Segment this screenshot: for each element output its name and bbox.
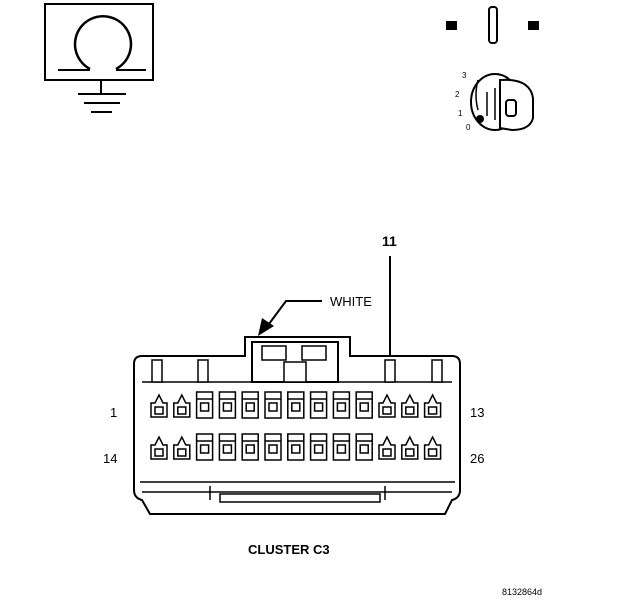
cavity-pin-2 <box>173 393 191 418</box>
cavity-pin-7 <box>287 391 305 419</box>
latch-callout-arrow <box>258 300 322 336</box>
ignition-key-icon: 3 2 1 0 <box>455 71 534 132</box>
pin-label-14: 14 <box>103 451 117 466</box>
cavity-pin-21 <box>309 433 328 461</box>
cavity-pin-22 <box>332 433 351 461</box>
cavity-pin-24 <box>378 435 396 460</box>
pin-label-1: 1 <box>110 405 117 420</box>
cavity-pin-3 <box>195 391 214 419</box>
cavity-pin-26 <box>423 435 442 460</box>
cavity-pin-15 <box>173 435 191 460</box>
key-position-2: 2 <box>455 90 460 99</box>
cavity-pin-17 <box>218 433 237 461</box>
cavity-pin-12 <box>401 393 419 418</box>
cavity-pin-20 <box>287 433 305 461</box>
highlighted-pin-label: 11 <box>382 233 397 249</box>
pin-label-26: 26 <box>470 451 484 466</box>
cavity-pin-10 <box>355 391 373 419</box>
cavity-pin-18 <box>241 433 259 461</box>
key-position-1: 1 <box>458 109 463 118</box>
cavity-pin-19 <box>264 433 282 461</box>
cavity-pin-25 <box>401 435 419 460</box>
cavity-pin-6 <box>264 391 282 419</box>
ground-symbol-icon <box>44 3 154 113</box>
indicator-marks-icon <box>446 6 539 44</box>
key-position-3: 3 <box>462 71 467 80</box>
connector-name: CLUSTER C3 <box>248 542 330 557</box>
cavity-pin-13 <box>423 393 442 418</box>
latch-color-label: WHITE <box>330 294 372 309</box>
cavity-pin-9 <box>332 391 351 419</box>
cavity-pin-16 <box>195 433 214 461</box>
cavity-pin-23 <box>355 433 373 461</box>
cavity-pin-1 <box>150 393 168 418</box>
key-position-0: 0 <box>466 123 471 132</box>
figure-id: 8132864d <box>502 587 542 597</box>
cavity-pin-4 <box>218 391 237 419</box>
cavity-pin-5 <box>241 391 259 419</box>
cavity-pin-11 <box>378 393 396 418</box>
connector-body <box>133 336 461 515</box>
pin-label-13: 13 <box>470 405 484 420</box>
cavity-pin-8 <box>309 391 328 419</box>
cavity-pin-14 <box>150 435 168 460</box>
